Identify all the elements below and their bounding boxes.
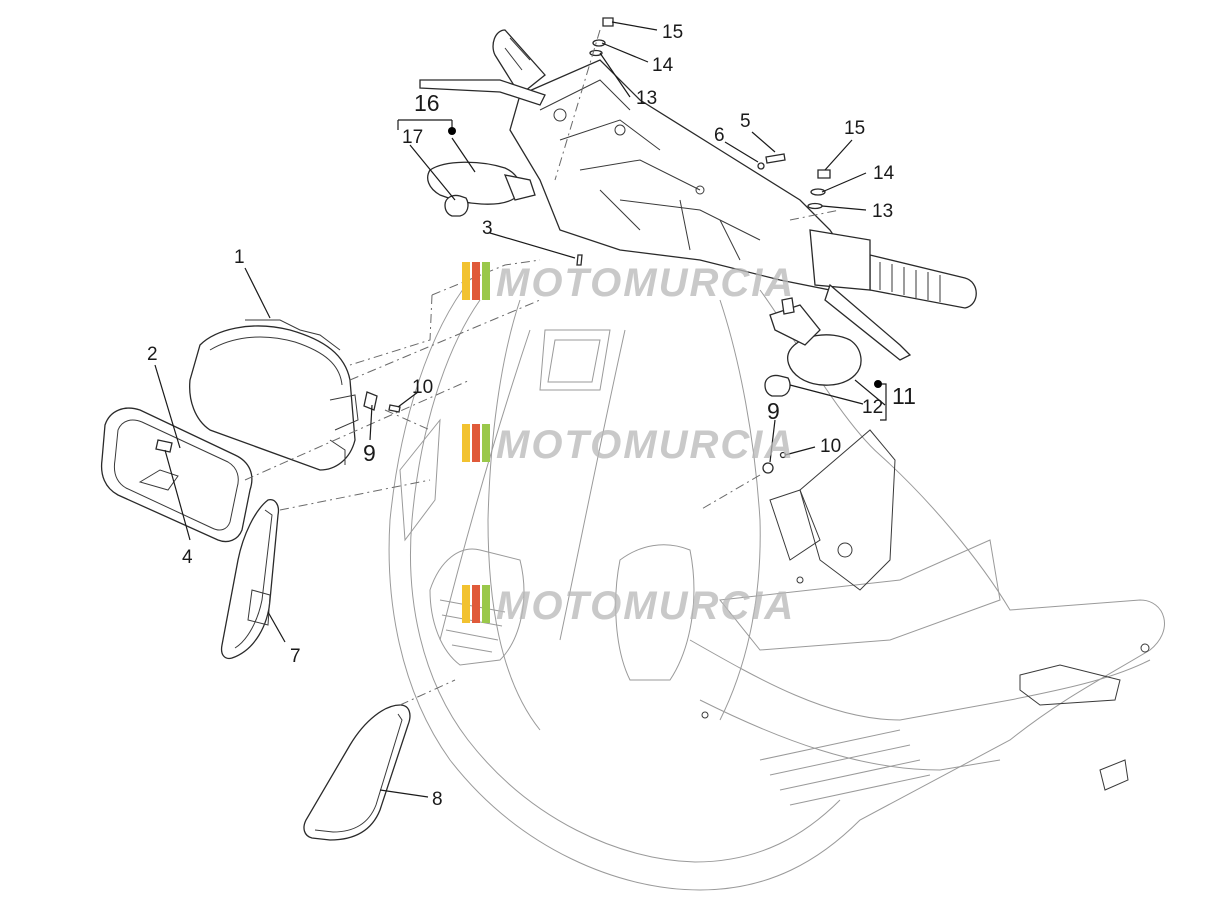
watermark-stripe-red xyxy=(472,585,480,623)
turn-signal-left xyxy=(427,161,536,217)
watermark-text: MOTOMURCIA xyxy=(496,584,795,628)
scooter-body-outline xyxy=(388,279,1165,891)
handlebar xyxy=(419,29,977,361)
callout-6: 6 xyxy=(714,125,725,146)
watermark-stripe-yellow xyxy=(462,585,470,623)
callout-4: 4 xyxy=(182,547,193,568)
watermark-stripe-green xyxy=(482,585,490,623)
callout-10-right: 10 xyxy=(820,436,841,457)
callout-11: 11 xyxy=(892,383,916,409)
callout-17: 17 xyxy=(402,127,423,148)
watermark-stripe-green xyxy=(482,424,490,462)
watermark-stripe-yellow xyxy=(462,262,470,300)
callout-7: 7 xyxy=(290,646,301,667)
fasteners xyxy=(363,17,831,474)
callout-8: 8 xyxy=(432,789,443,810)
side-reflector-upper xyxy=(220,499,280,660)
callout-13-right: 13 xyxy=(872,201,893,222)
lower-reflector xyxy=(303,704,411,841)
assembly-lines xyxy=(244,29,841,706)
callout-1: 1 xyxy=(234,247,245,268)
callout-labels: 1 2 3 4 5 6 7 8 9 9 10 10 11 12 13 13 14… xyxy=(147,22,916,810)
callout-2: 2 xyxy=(147,344,158,365)
watermark-stripe-green xyxy=(482,262,490,300)
watermark-1: MOTOMURCIA xyxy=(462,261,795,305)
kit-dot-right xyxy=(874,380,882,388)
callout-9-right: 9 xyxy=(767,398,780,424)
kit-dot-left xyxy=(448,127,456,135)
callout-15-top: 15 xyxy=(662,22,683,43)
turn-signal-right xyxy=(764,297,862,397)
watermark-stripe-red xyxy=(472,262,480,300)
callout-5: 5 xyxy=(740,111,751,132)
watermark-stripe-yellow xyxy=(462,424,470,462)
callout-9-left: 9 xyxy=(363,440,376,466)
callout-10-left: 10 xyxy=(412,377,433,398)
callout-15-right: 15 xyxy=(844,118,865,139)
leader-lines xyxy=(154,21,887,798)
headlamp-trim-ring xyxy=(100,407,253,543)
callout-14-right: 14 xyxy=(873,163,895,184)
callout-16: 16 xyxy=(414,90,440,116)
watermark-3: MOTOMURCIA xyxy=(462,584,795,628)
watermark-stripe-red xyxy=(472,424,480,462)
callout-3: 3 xyxy=(482,218,493,239)
watermark-text: MOTOMURCIA xyxy=(496,261,795,305)
callout-12: 12 xyxy=(862,397,883,418)
watermark-text: MOTOMURCIA xyxy=(496,423,795,467)
callout-13-top: 13 xyxy=(636,88,657,109)
watermark-2: MOTOMURCIA xyxy=(462,423,795,467)
callout-14-top: 14 xyxy=(652,55,674,76)
